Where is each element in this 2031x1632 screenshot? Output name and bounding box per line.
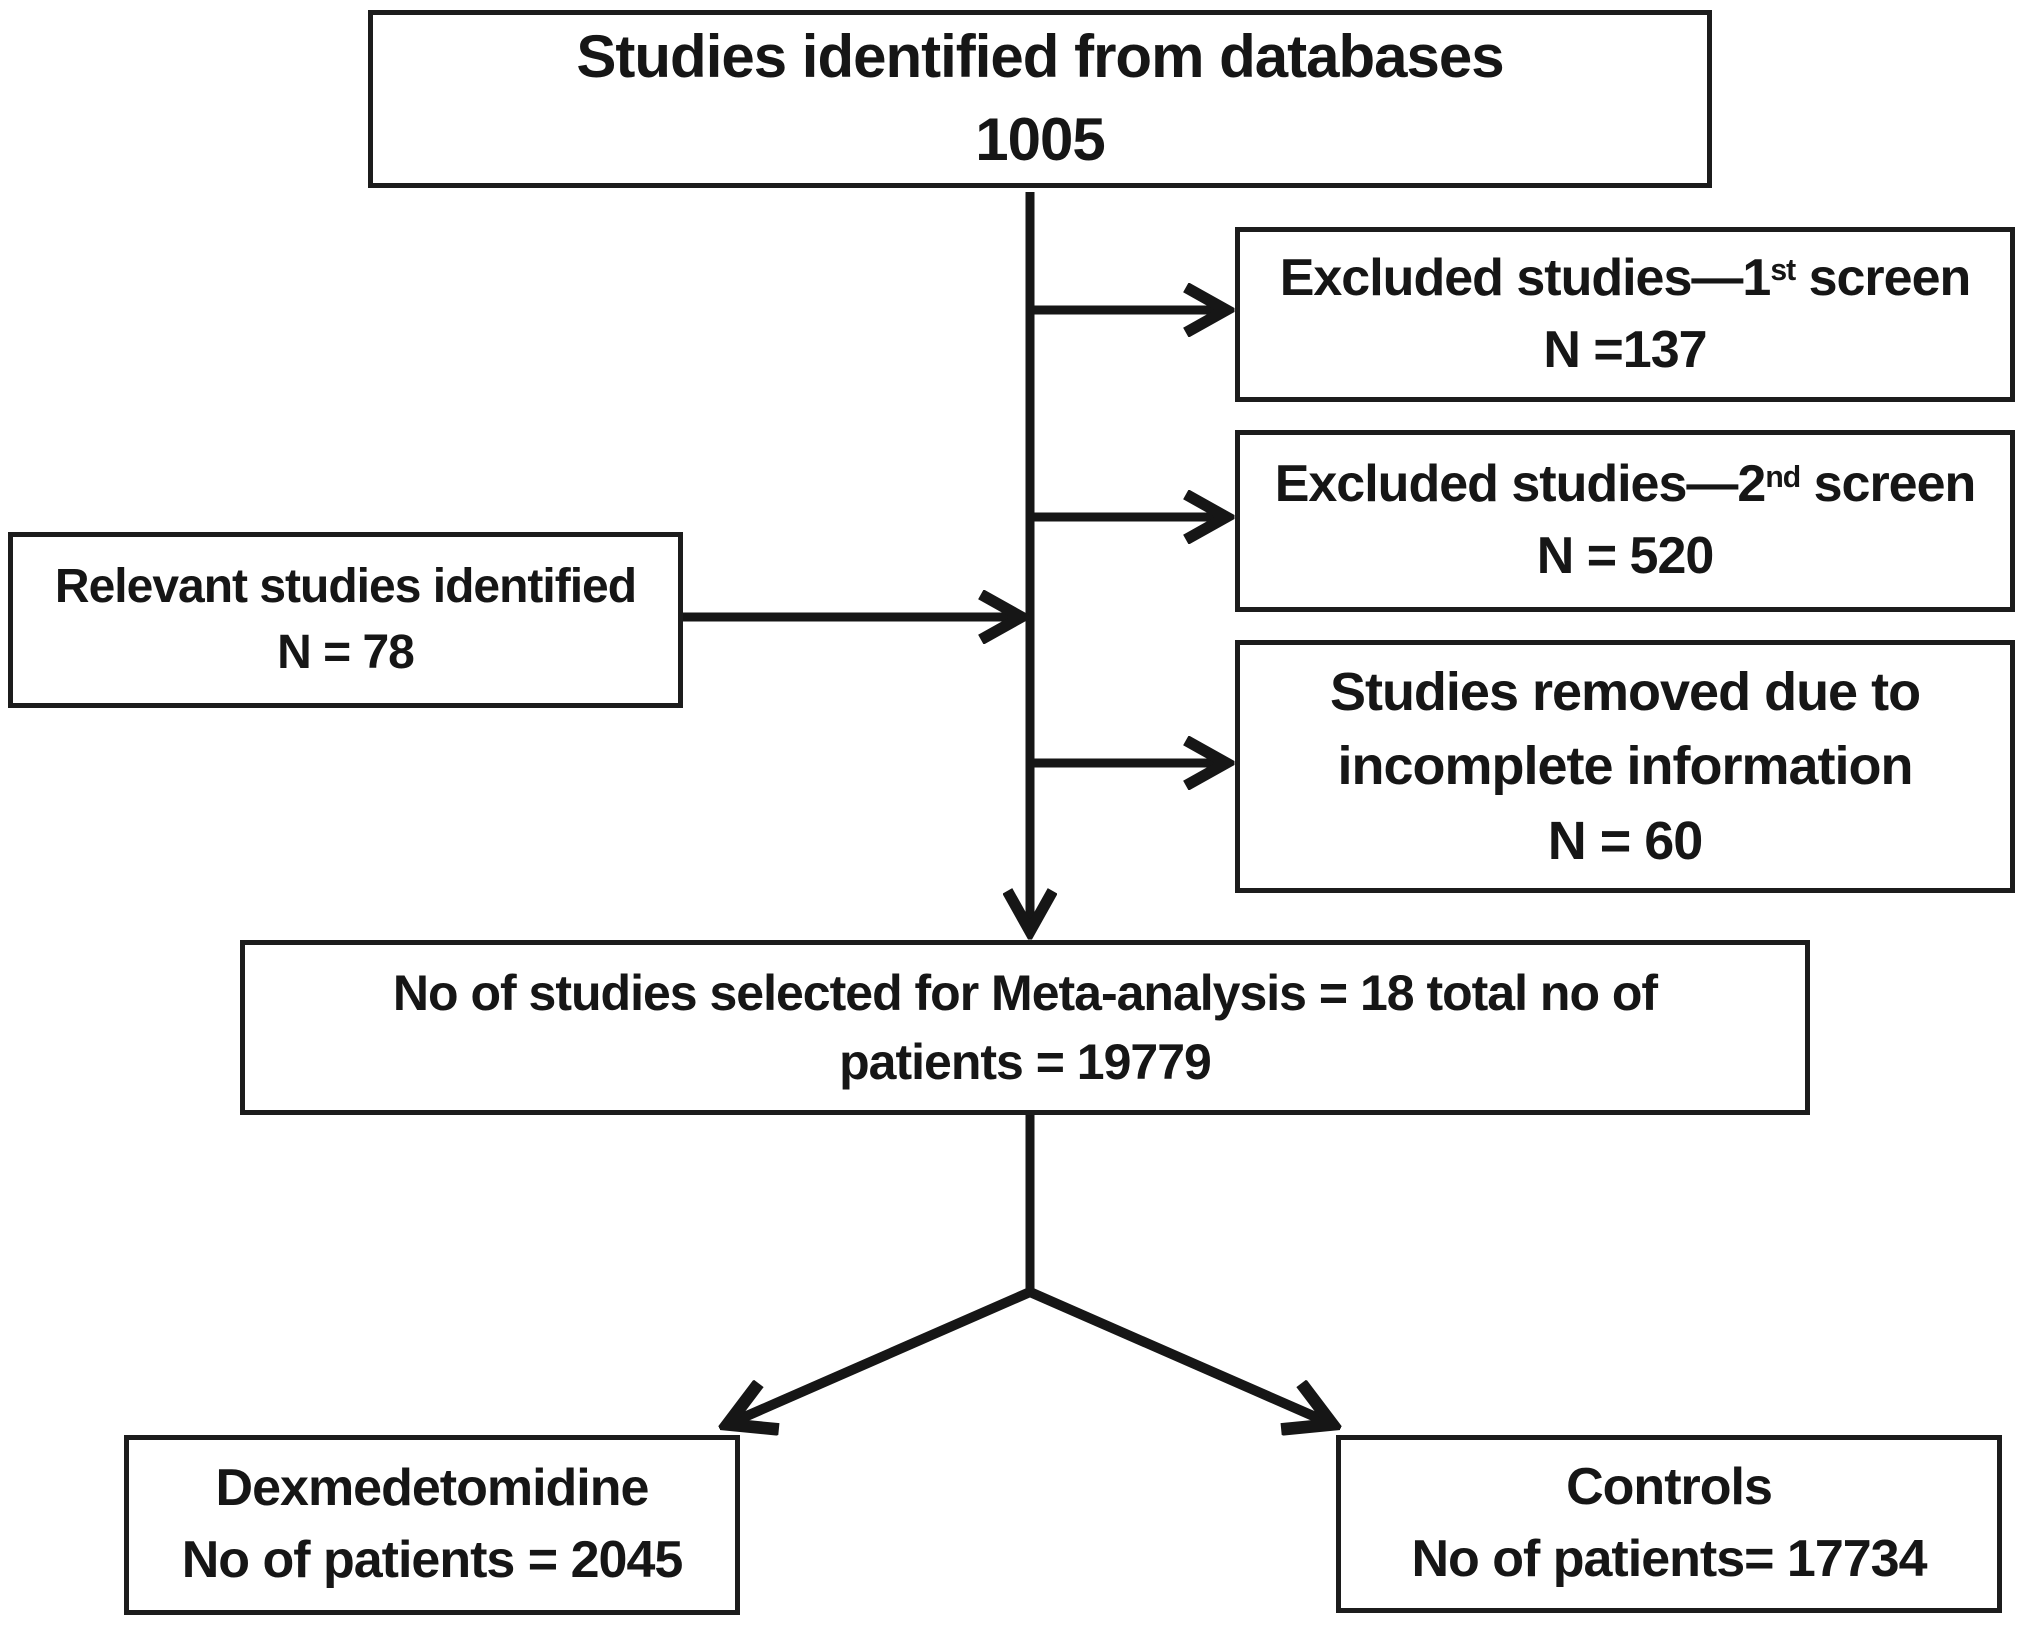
excluded-second-screen-label: Excluded studies—2nd screen bbox=[1274, 455, 1977, 514]
controls-count: No of patients= 17734 bbox=[1411, 1530, 1927, 1588]
selected-meta-analysis-line2: patients = 19779 bbox=[839, 1033, 1212, 1090]
box-studies-identified: Studies identified from databases 1005 bbox=[368, 10, 1712, 188]
excluded-first-screen-label: Excluded studies—1st screen bbox=[1279, 248, 1972, 307]
ordinal-superscript: nd bbox=[1765, 460, 1801, 494]
dexmedetomidine-label: Dexmedetomidine bbox=[215, 1459, 650, 1518]
box-excluded-first-screen: Excluded studies—1st screen N =137 bbox=[1235, 227, 2015, 402]
studies-identified-label: Studies identified from databases bbox=[576, 23, 1504, 91]
box-dexmedetomidine: Dexmedetomidine No of patients = 2045 bbox=[124, 1435, 740, 1615]
box-controls: Controls No of patients= 17734 bbox=[1336, 1435, 2002, 1613]
removed-incomplete-label-line2: incomplete information bbox=[1337, 736, 1913, 797]
relevant-studies-count: N = 78 bbox=[277, 626, 415, 679]
box-relevant-studies: Relevant studies identified N = 78 bbox=[8, 532, 683, 708]
arrow-split-left bbox=[733, 1287, 1033, 1422]
arrow-split-right bbox=[1027, 1287, 1327, 1422]
excluded-second-screen-count: N = 520 bbox=[1536, 527, 1715, 585]
controls-label: Controls bbox=[1566, 1458, 1773, 1517]
dexmedetomidine-count: No of patients = 2045 bbox=[181, 1531, 684, 1589]
box-selected-meta-analysis: No of studies selected for Meta-analysis… bbox=[240, 940, 1810, 1115]
selected-meta-analysis-line1: No of studies selected for Meta-analysis… bbox=[392, 964, 1658, 1021]
removed-incomplete-count: N = 60 bbox=[1547, 810, 1704, 871]
studies-identified-count: 1005 bbox=[975, 106, 1105, 173]
relevant-studies-label: Relevant studies identified bbox=[54, 559, 637, 613]
box-removed-incomplete: Studies removed due to incomplete inform… bbox=[1235, 640, 2015, 893]
excluded-first-screen-count: N =137 bbox=[1543, 320, 1707, 379]
ordinal-superscript: st bbox=[1770, 254, 1796, 288]
box-excluded-second-screen: Excluded studies—2nd screen N = 520 bbox=[1235, 430, 2015, 612]
removed-incomplete-label-line1: Studies removed due to bbox=[1329, 661, 1921, 722]
